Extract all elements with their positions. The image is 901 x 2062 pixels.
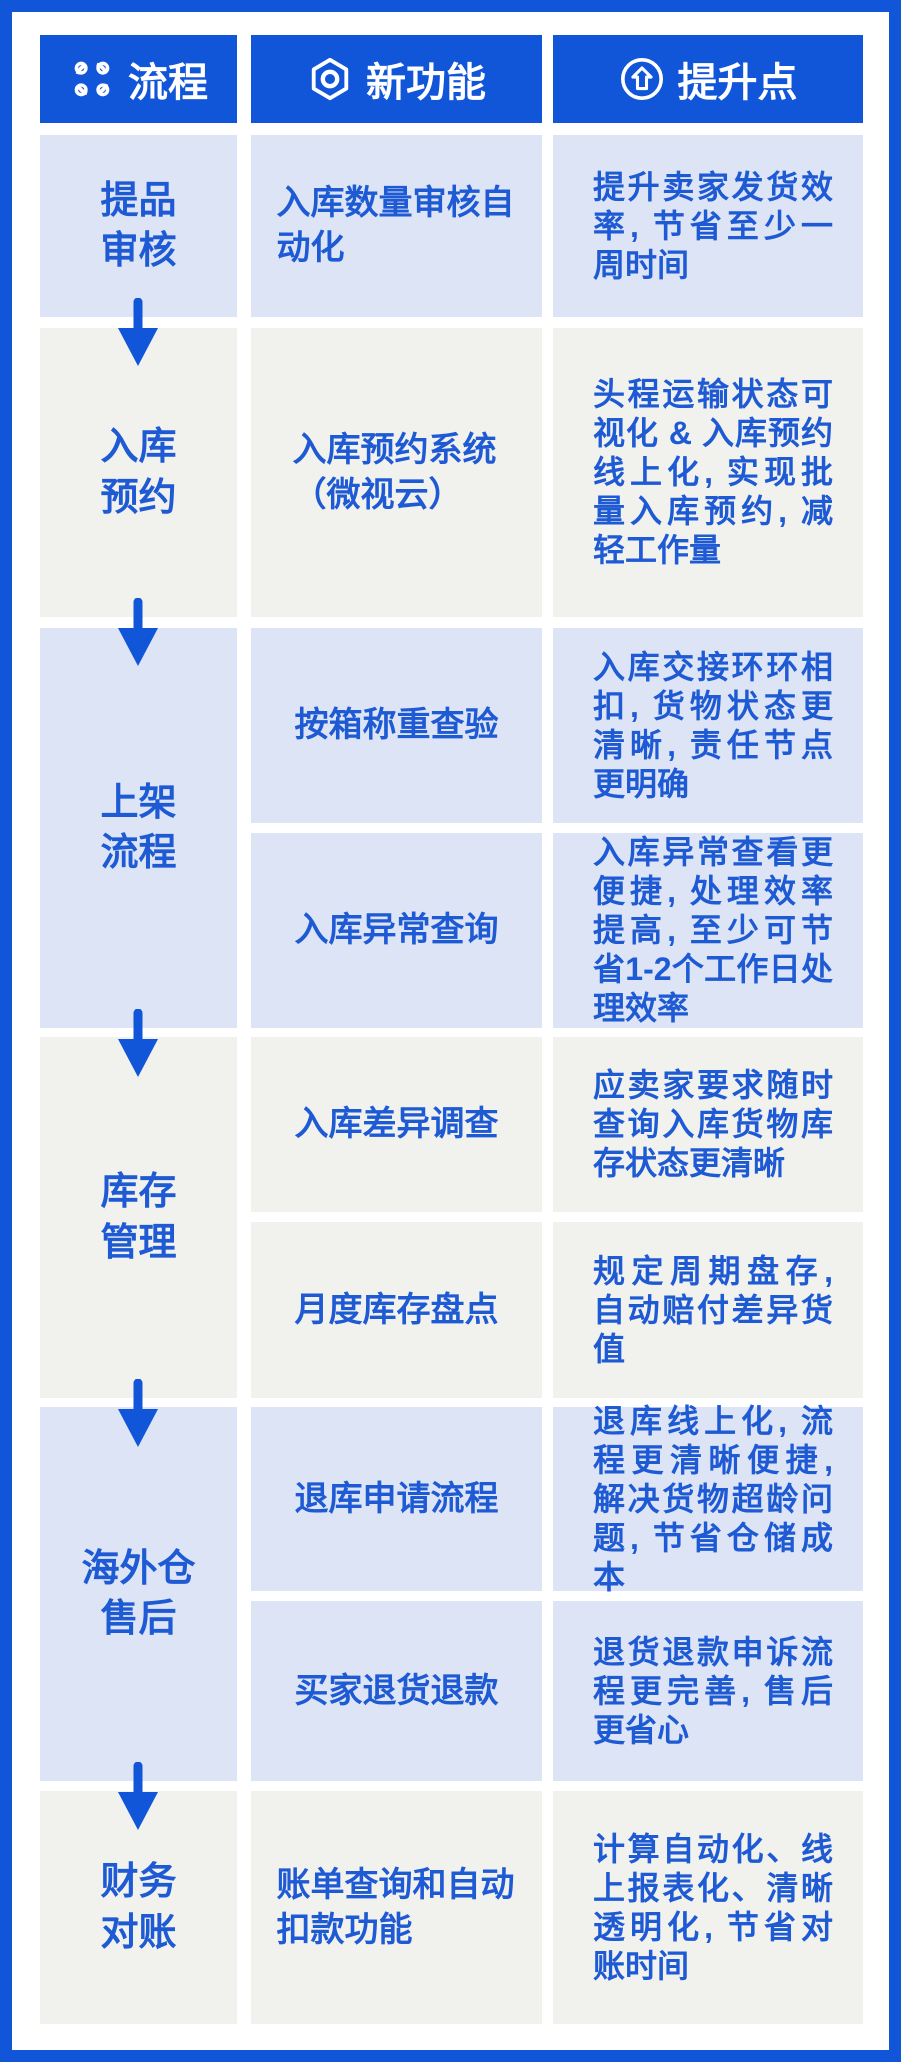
feature-box: 入库差异调查: [251, 1037, 542, 1212]
feature-box: 入库预约系统（微视云）: [251, 328, 542, 617]
feature-label: 入库数量审核自动化: [276, 184, 515, 267]
process-step-box: 财务对账: [40, 1791, 237, 2024]
benefit-box: 规定周期盘存, 自动赔付差异货值: [553, 1222, 863, 1398]
feature-box: 入库异常查询: [251, 833, 542, 1028]
benefit-text: 提升卖家发货效率, 节省至少一周时间: [593, 168, 833, 283]
feature-label: 买家退货退款: [294, 1671, 499, 1710]
feature-box: 按箱称重查验: [251, 628, 542, 823]
section-shangjia-liucheng: 上架流程 按箱称重查验 入库异常查询 入库交接环环相扣, 货物状态更清晰, 责任…: [40, 628, 864, 1028]
process-step-box: 海外仓售后: [40, 1407, 237, 1781]
feature-box: 月度库存盘点: [251, 1222, 542, 1398]
benefit-text: 入库交接环环相扣, 货物状态更清晰, 责任节点更明确: [593, 648, 833, 802]
feature-label: 按箱称重查验: [294, 706, 499, 745]
benefit-box: 退库线上化, 流程更清晰便捷, 解决货物超龄问题, 节省仓储成本: [553, 1403, 863, 1595]
arrow-up-circle-icon: [619, 56, 665, 102]
section-caiwu-duizhang: 财务对账 账单查询和自动扣款功能 计算自动化、线上报表化、清晰透明化, 节省对账…: [40, 1791, 864, 2024]
header-row: 流程 新功能 提升点: [40, 35, 864, 123]
section-ruku-yuyue: 入库预约 入库预约系统（微视云） 头程运输状态可视化 & 入库预约线上化, 实现…: [40, 328, 864, 617]
benefit-text: 退货退款申诉流程更完善, 售后更省心: [593, 1633, 833, 1748]
process-step-box: 提品审核: [40, 135, 237, 317]
header-features-label: 新功能: [366, 61, 486, 105]
process-step-label: 海外仓售后: [81, 1547, 196, 1640]
benefit-box: 入库异常查看更便捷, 处理效率提高, 至少可节省1-2个工作日处理效率: [553, 833, 863, 1028]
feature-label: 月度库存盘点: [294, 1290, 499, 1329]
benefit-stack: 入库交接环环相扣, 货物状态更清晰, 责任节点更明确 入库异常查看更便捷, 处理…: [553, 628, 863, 1028]
benefit-stack: 退库线上化, 流程更清晰便捷, 解决货物超龄问题, 节省仓储成本 退货退款申诉流…: [553, 1403, 863, 1781]
process-step-label: 上架流程: [100, 781, 177, 874]
feature-stack: 退库申请流程 买家退货退款: [251, 1407, 542, 1781]
flow-arrow-down-icon: [118, 298, 158, 366]
benefit-text: 计算自动化、线上报表化、清晰透明化, 节省对账时间: [593, 1830, 833, 1984]
hex-nut-icon: [307, 56, 353, 102]
feature-box: 买家退货退款: [251, 1601, 542, 1781]
feature-box: 退库申请流程: [251, 1407, 542, 1591]
feature-stack: 入库差异调查 月度库存盘点: [251, 1037, 542, 1398]
benefit-box: 提升卖家发货效率, 节省至少一周时间: [553, 135, 863, 317]
flow-arrow-down-icon: [118, 1009, 158, 1077]
feature-label: 入库异常查询: [294, 911, 499, 950]
benefit-text: 规定周期盘存, 自动赔付差异货值: [593, 1252, 833, 1367]
process-step-box: 上架流程: [40, 628, 237, 1028]
benefit-text: 应卖家要求随时查询入库货物库存状态更清晰: [593, 1067, 833, 1181]
header-benefits-label: 提升点: [677, 61, 798, 105]
benefit-stack: 应卖家要求随时查询入库货物库存状态更清晰 规定周期盘存, 自动赔付差异货值: [553, 1037, 863, 1398]
benefit-box: 入库交接环环相扣, 货物状态更清晰, 责任节点更明确: [553, 628, 863, 823]
benefit-text: 入库异常查看更便捷, 处理效率提高, 至少可节省1-2个工作日处理效率: [593, 834, 833, 1026]
feature-label: 账单查询和自动扣款功能: [276, 1865, 515, 1949]
section-kucun-guanli: 库存管理 入库差异调查 月度库存盘点 应卖家要求随时查询入库货物库存状态更清晰 …: [40, 1037, 864, 1398]
flow-arrow-down-icon: [118, 598, 158, 666]
header-process-label: 流程: [128, 61, 208, 105]
feature-stack: 按箱称重查验 入库异常查询: [251, 628, 542, 1028]
process-step-label: 入库预约: [100, 426, 177, 519]
benefit-box: 计算自动化、线上报表化、清晰透明化, 节省对账时间: [553, 1791, 863, 2024]
flow-arrow-down-icon: [118, 1379, 158, 1447]
header-process: 流程: [40, 35, 237, 123]
benefit-text: 退库线上化, 流程更清晰便捷, 解决货物超龄问题, 节省仓储成本: [593, 1402, 833, 1595]
process-step-box: 库存管理: [40, 1037, 237, 1398]
feature-label: 退库申请流程: [294, 1479, 499, 1518]
feature-box: 入库数量审核自动化: [251, 135, 542, 317]
benefit-text: 头程运输状态可视化 & 入库预约线上化, 实现批量入库预约, 减轻工作量: [593, 376, 833, 568]
feature-label: 入库差异调查: [294, 1105, 499, 1144]
process-step-label: 财务对账: [100, 1861, 177, 1954]
process-step-label: 库存管理: [100, 1171, 177, 1264]
workflow-cycle-icon: [69, 56, 115, 102]
section-tipin-shenhe: 提品审核 入库数量审核自动化 提升卖家发货效率, 节省至少一周时间: [40, 135, 864, 317]
section-haiwaicang-shouhou: 海外仓售后 退库申请流程 买家退货退款 退库线上化, 流程更清晰便捷, 解决货物…: [40, 1403, 864, 1781]
benefit-box: 头程运输状态可视化 & 入库预约线上化, 实现批量入库预约, 减轻工作量: [553, 328, 863, 617]
process-step-label: 提品审核: [100, 179, 177, 272]
flow-arrow-down-icon: [118, 1762, 158, 1830]
header-benefits: 提升点: [553, 35, 863, 123]
benefit-box: 退货退款申诉流程更完善, 售后更省心: [553, 1601, 863, 1781]
feature-box: 账单查询和自动扣款功能: [251, 1791, 542, 2024]
benefit-box: 应卖家要求随时查询入库货物库存状态更清晰: [553, 1037, 863, 1212]
content-area: 流程 新功能 提升点: [12, 12, 889, 2050]
process-step-box: 入库预约: [40, 328, 237, 617]
feature-label: 入库预约系统（微视云）: [292, 430, 497, 514]
header-features: 新功能: [251, 35, 542, 123]
